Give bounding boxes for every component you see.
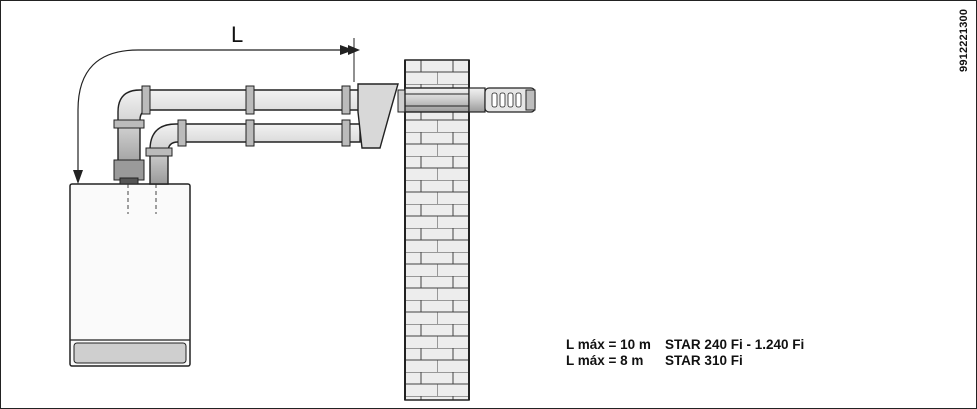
spec-models: STAR 310 Fi [664,353,743,368]
spec-length: L máx = 8 m [566,353,644,368]
dimension-label: L [231,22,244,47]
spec-row: L máx = 10 m STAR 240 Fi - 1.240 Fi [566,337,818,353]
wall-terminal-adapter [357,83,413,149]
spec-models: STAR 240 Fi - 1.240 Fi [664,337,805,352]
drawing-code: 9912221300 [958,8,970,72]
dimension-L-indicator [73,38,360,184]
terminal-through-wall [404,87,536,113]
brick-wall [404,59,470,401]
spec-row: L máx = 8 m STAR 310 Fi [566,353,818,369]
max-length-spec-table: L máx = 10 m STAR 240 Fi - 1.240 Fi L má… [566,337,818,369]
spec-length: L máx = 10 m [566,337,651,352]
boiler-unit [69,183,191,367]
upper-flue-pipe [113,85,361,185]
lower-air-pipe [145,119,361,185]
